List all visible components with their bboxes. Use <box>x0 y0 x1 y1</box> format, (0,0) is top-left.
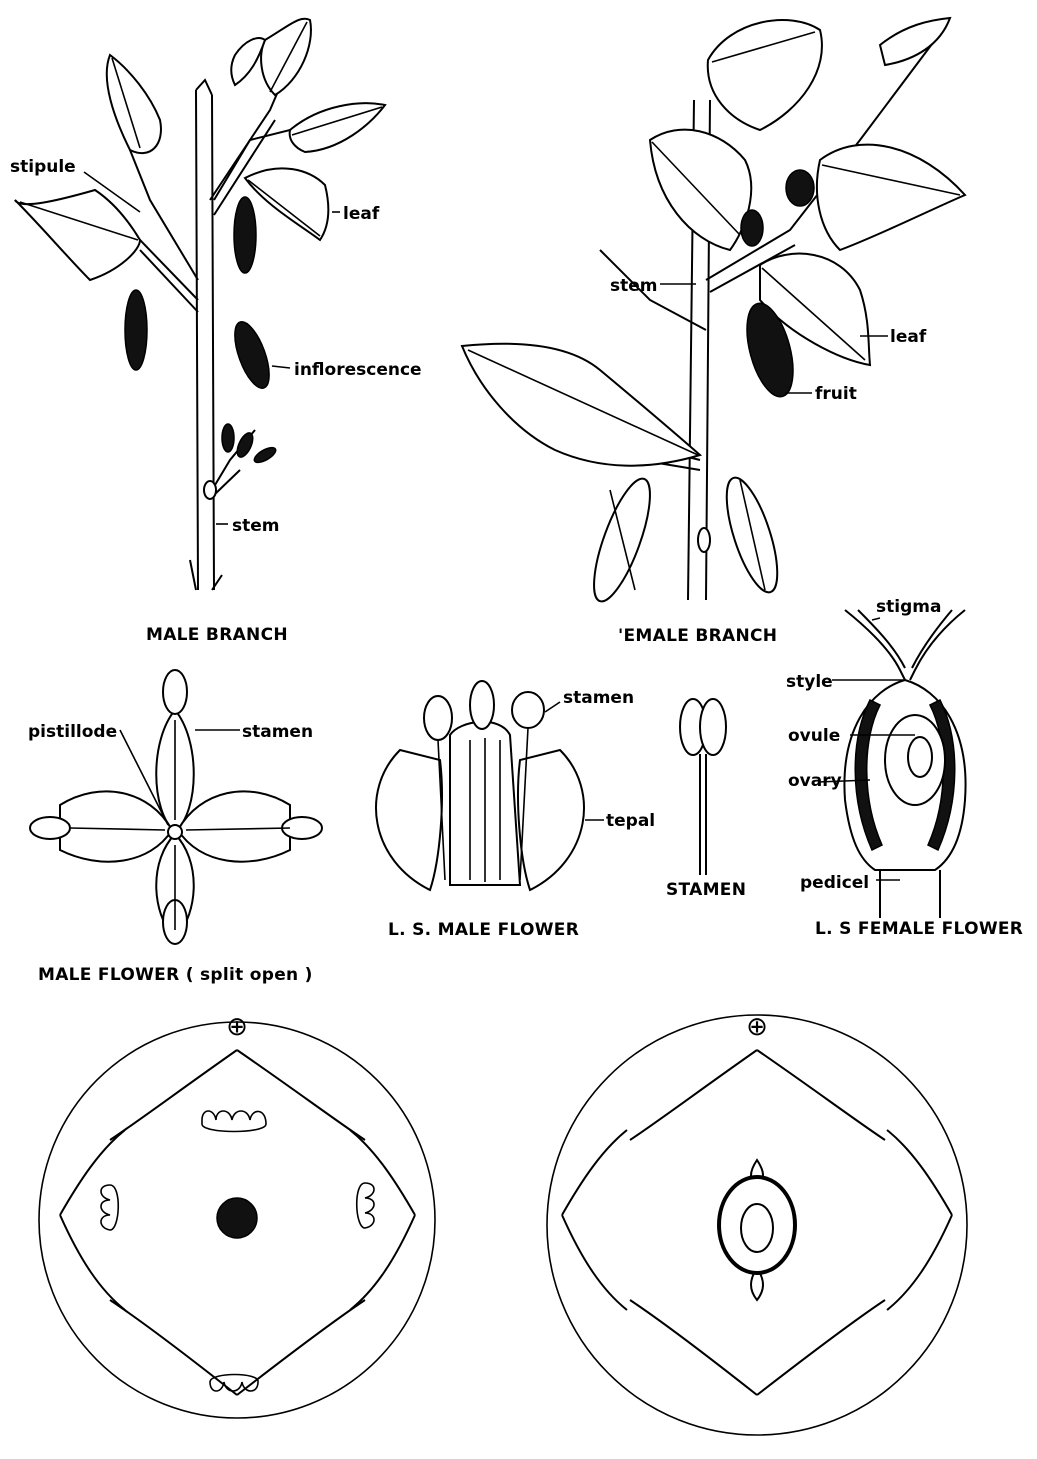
actinomorphic-symbol-male: ⊕ <box>226 1012 248 1042</box>
male-bud-2 <box>234 431 256 460</box>
male-leaf-5 <box>245 168 328 240</box>
ls-male-flower-drawing <box>376 681 604 890</box>
caption-male-flower: MALE FLOWER ( split open ) <box>38 965 313 985</box>
female-fruit-2 <box>786 170 814 206</box>
female-leaf-6 <box>880 18 950 65</box>
label-fruit: fruit <box>815 384 857 404</box>
male-bud-1 <box>222 424 234 452</box>
caption-female-branch: 'EMALE BRANCH <box>618 626 777 646</box>
male-flower-split-drawing <box>30 670 322 944</box>
male-leaf-6 <box>231 38 265 85</box>
label-ovule: ovule <box>788 726 840 746</box>
label-stem-male: stem <box>232 516 280 536</box>
male-catkin-3 <box>228 318 276 393</box>
caption-male-branch: MALE BRANCH <box>146 625 288 645</box>
male-bud-3 <box>252 445 278 466</box>
label-tepal: tepal <box>606 811 655 831</box>
label-stem-female: stem <box>610 276 658 296</box>
label-stamen-ls-male: stamen <box>563 688 634 708</box>
floral-diagram-female: ⊕ <box>547 1012 967 1435</box>
label-stipule: stipule <box>10 157 76 177</box>
label-pistillode: pistillode <box>28 722 117 742</box>
label-ovary: ovary <box>788 771 842 791</box>
label-pedicel: pedicel <box>800 873 869 893</box>
female-branch-drawing <box>462 18 965 607</box>
floral-diagram-male: ⊕ <box>39 1012 435 1418</box>
pistillode-dot <box>217 1198 257 1238</box>
label-leaf-female: leaf <box>890 327 927 347</box>
label-inflorescence: inflorescence <box>294 360 422 380</box>
female-leaf-5 <box>462 344 700 466</box>
label-stamen-male-flower: stamen <box>242 722 313 742</box>
actinomorphic-symbol-female: ⊕ <box>746 1012 768 1042</box>
stamen-drawing <box>680 699 726 875</box>
ls-female-flower-drawing <box>818 610 966 918</box>
male-catkin-1 <box>234 197 256 273</box>
caption-stamen: STAMEN <box>666 880 746 900</box>
label-leaf-male: leaf <box>343 204 380 224</box>
female-leaf-1 <box>708 20 822 130</box>
label-stigma: stigma <box>876 597 941 617</box>
male-catkin-2 <box>125 290 147 370</box>
male-branch-drawing <box>15 19 385 590</box>
caption-ls-male-flower: L. S. MALE FLOWER <box>388 920 579 940</box>
caption-ls-female-flower: L. S FEMALE FLOWER <box>815 919 1023 939</box>
female-fruit-1 <box>741 210 763 246</box>
female-leaf-3 <box>817 145 965 250</box>
label-style: style <box>786 672 833 692</box>
